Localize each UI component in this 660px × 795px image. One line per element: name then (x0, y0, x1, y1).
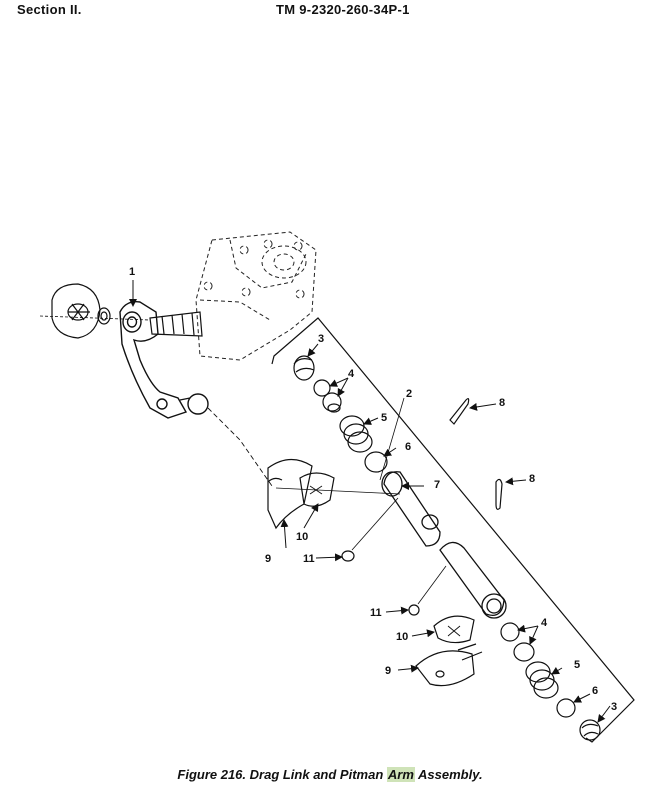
steering-gear-housing (195, 231, 317, 361)
callout-11-top: 11 (303, 553, 315, 565)
callout-8-top: 8 (499, 397, 505, 409)
exploded-view-diagram: 1 2 3 3 4 4 5 5 6 6 7 8 8 9 9 10 10 11 1… (39, 231, 635, 743)
callout-5-bottom: 5 (574, 659, 580, 671)
plug-lower (579, 719, 601, 741)
lube-fitting-lower (408, 604, 420, 616)
callout-6-top: 6 (405, 441, 411, 453)
callout-4-bottom: 4 (541, 617, 548, 629)
tm-number: TM 9-2320-260-34P-1 (276, 2, 410, 17)
spring-top (339, 415, 373, 453)
drag-link-tube-upper (381, 471, 441, 547)
seats-lower (500, 622, 535, 662)
nut-and-washer (39, 283, 151, 339)
callout-9-bottom: 9 (385, 665, 391, 677)
spring-seat-lower (556, 698, 576, 718)
callout-7: 7 (434, 479, 440, 491)
cotter-pin-lower (495, 478, 503, 510)
clamp-lower (433, 615, 475, 644)
seats-top (313, 379, 342, 413)
caption-highlight: Arm (386, 767, 415, 782)
callout-10-top: 10 (296, 531, 308, 543)
callout-11-bottom: 11 (370, 607, 382, 619)
callout-4-top: 4 (348, 368, 355, 380)
callout-8-bottom: 8 (529, 473, 535, 485)
figure-caption: Figure 216. Drag Link and Pitman Arm Ass… (0, 767, 660, 782)
callout-2: 2 (406, 388, 412, 400)
dust-shield-lower (415, 643, 483, 687)
lube-fitting-upper (341, 550, 355, 562)
callout-3-top: 3 (318, 333, 324, 345)
cotter-pin-upper (449, 398, 470, 425)
dust-shield-upper (267, 458, 313, 530)
drag-link-bracket (271, 317, 635, 743)
pitman-arm (119, 301, 209, 419)
callout-10-bottom: 10 (396, 631, 408, 643)
callout-9-top: 9 (265, 553, 271, 565)
drag-link-tube-lower (439, 541, 507, 619)
caption-prefix: Figure 216. Drag Link and Pitman (177, 767, 387, 782)
callout-6-bottom: 6 (592, 685, 598, 697)
spring-lower (525, 661, 559, 699)
caption-suffix: Assembly. (414, 767, 483, 782)
section-label: Section II. (17, 2, 82, 17)
spring-seat-top (364, 451, 388, 473)
callout-3-bottom: 3 (611, 701, 617, 713)
callout-5-top: 5 (381, 412, 387, 424)
sector-shaft (149, 311, 203, 337)
plug-top (293, 355, 315, 381)
callout-1: 1 (129, 266, 135, 278)
